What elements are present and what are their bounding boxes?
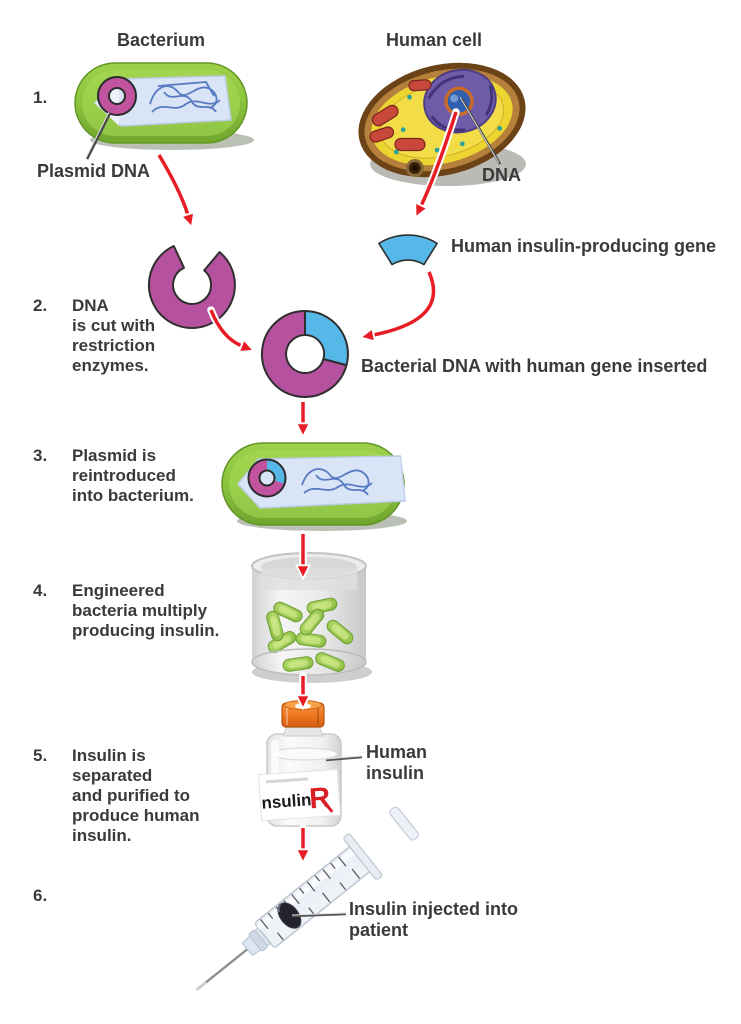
- step-4-text: Engineered bacteria multiply producing i…: [72, 581, 220, 640]
- engineered-bacterium-illustration: [221, 442, 407, 531]
- vial-label-text: nsulin: [261, 790, 312, 812]
- plasmid-ring-icon: [97, 76, 137, 116]
- injected-line1: Insulin injected into: [349, 899, 519, 919]
- gene-label: Human insulin-producing gene: [451, 236, 716, 256]
- step-6-number: 6.: [33, 886, 48, 905]
- injected-line2: patient: [349, 920, 409, 940]
- plunger-thumb-pad: [389, 806, 419, 841]
- step-4-number: 4.: [33, 581, 48, 600]
- arrow-gene-to-recombinant: [359, 271, 436, 343]
- bacterium-label: Bacterium: [117, 30, 206, 50]
- step-2-number: 2.: [33, 296, 48, 315]
- vial-label-fineprint: [265, 777, 309, 784]
- human-cell-illustration: [358, 62, 526, 186]
- recombinant-dna-label: Bacterial DNA with human gene inserted: [361, 356, 708, 376]
- step-3-number: 3.: [33, 446, 48, 465]
- recombinant-plasmid-in-cell-icon: [247, 458, 287, 498]
- arrow-plasmid-to-recombinant: [209, 309, 255, 353]
- plunger-seal: [277, 902, 302, 929]
- dna-label: DNA: [482, 165, 521, 185]
- arrow-bacterium-to-cut-plasmid: [157, 154, 196, 229]
- liquid-level: [270, 747, 338, 761]
- vial-label: nsulin R: [257, 768, 342, 822]
- human-cell-label: Human cell: [386, 30, 483, 50]
- mitochondria: [369, 79, 432, 152]
- bacterial-chromosome: [301, 468, 373, 496]
- step-3-text: Plasmid is reintroduced into bacterium.: [72, 446, 194, 505]
- human-insulin-line1: Human: [366, 742, 428, 762]
- step-5-text: Insulin is separated and purified to pro…: [72, 746, 200, 845]
- process-arrows: [157, 111, 458, 864]
- bacterial-chromosome: [149, 81, 221, 113]
- human-insulin-line2: insulin: [366, 763, 424, 783]
- bacterium-illustration: [74, 62, 254, 150]
- beaker-illustration: [251, 552, 372, 683]
- recombinant-plasmid-icon: [260, 310, 349, 398]
- barrel-flange: [343, 833, 383, 880]
- vesicles: [393, 94, 503, 155]
- plasmid-dna-label: Plasmid DNA: [37, 161, 151, 181]
- syringe-illustration: [196, 806, 419, 991]
- gene-wedge-icon: [378, 234, 438, 266]
- step-5-number: 5.: [33, 746, 48, 765]
- step-2-text: DNA is cut with restriction enzymes.: [72, 296, 156, 375]
- step-1-number: 1.: [33, 88, 48, 107]
- injected-label: Insulin injected into patient: [349, 899, 518, 941]
- insulin-vial-illustration: nsulin R: [257, 700, 342, 827]
- pointer-lines: [85, 96, 502, 918]
- vial-cap: [281, 700, 325, 728]
- arrow-cell-to-gene: [414, 111, 458, 219]
- human-insulin-label: Human insulin: [366, 742, 427, 784]
